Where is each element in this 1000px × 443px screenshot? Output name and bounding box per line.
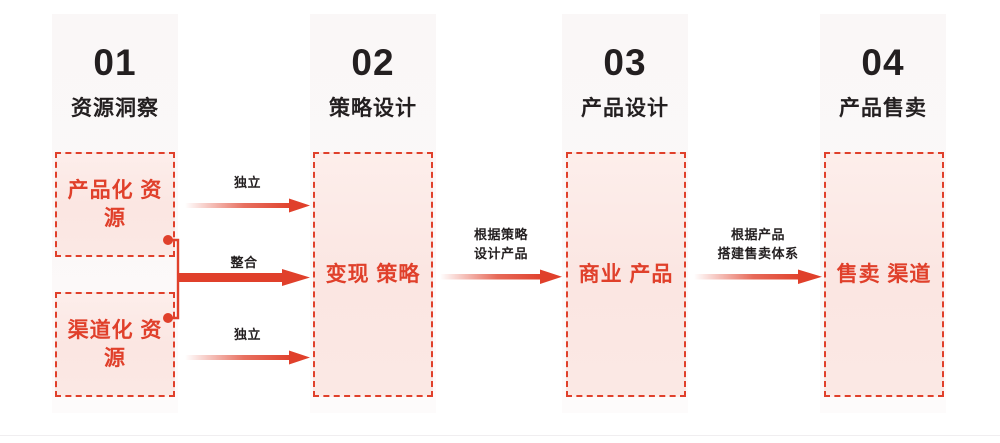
connector-product-to-sales: 根据产品 搭建售卖体系 bbox=[694, 226, 822, 288]
stage-title-02: 策略设计 bbox=[329, 97, 417, 120]
arrow-icon bbox=[185, 198, 310, 213]
stage-title-03: 产品设计 bbox=[581, 97, 669, 120]
node-sales-channel[interactable]: 售卖 渠道 bbox=[824, 152, 944, 397]
stage-number-02: 02 bbox=[351, 42, 395, 83]
stage-number-01: 01 bbox=[93, 42, 137, 83]
connector-independent-top: 独立 bbox=[185, 160, 310, 215]
connector-integrate: 整合 bbox=[178, 248, 310, 298]
stage-number-04: 04 bbox=[861, 42, 905, 83]
node-label: 商业 产品 bbox=[578, 262, 674, 286]
connector-label: 独立 bbox=[233, 327, 261, 342]
arrow-icon bbox=[440, 269, 562, 284]
connector-strategy-to-product: 根据策略 设计产品 bbox=[440, 226, 562, 288]
connector-label: 根据策略 设计产品 bbox=[473, 227, 528, 261]
stage-title-04: 产品售卖 bbox=[839, 97, 927, 120]
connector-label: 整合 bbox=[230, 255, 258, 270]
node-label: 售卖 渠道 bbox=[836, 262, 932, 286]
connector-label: 独立 bbox=[233, 175, 261, 190]
arrow-icon bbox=[185, 350, 310, 365]
node-label: 产品化 资源 bbox=[67, 178, 163, 230]
node-label: 变现 策略 bbox=[325, 262, 421, 286]
node-commercial-product[interactable]: 商业 产品 bbox=[566, 152, 686, 397]
node-channel-resource[interactable]: 渠道化 资源 bbox=[55, 292, 175, 397]
stage-title-01: 资源洞察 bbox=[71, 97, 159, 120]
node-monetization-strategy[interactable]: 变现 策略 bbox=[313, 152, 433, 397]
page-hairline bbox=[0, 435, 1000, 436]
stage-number-03: 03 bbox=[603, 42, 647, 83]
node-product-resource[interactable]: 产品化 资源 bbox=[55, 152, 175, 257]
arrow-icon bbox=[694, 269, 822, 284]
connector-independent-bottom: 独立 bbox=[185, 315, 310, 370]
arrow-icon bbox=[178, 269, 310, 286]
node-label: 渠道化 资源 bbox=[67, 318, 163, 370]
connector-label: 根据产品 搭建售卖体系 bbox=[717, 227, 799, 261]
